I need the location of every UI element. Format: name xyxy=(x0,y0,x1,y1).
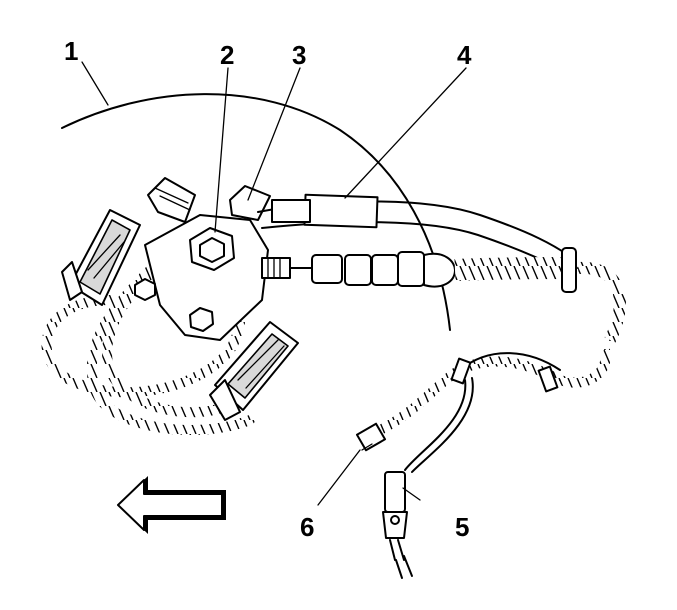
callout-5: 5 xyxy=(455,512,469,542)
ground-terminal xyxy=(382,471,413,579)
return-line-fittings xyxy=(261,247,626,343)
fuel-feed-line xyxy=(257,193,576,276)
callout-4: 4 xyxy=(457,40,472,70)
callout-6: 6 xyxy=(300,512,314,542)
callout-1: 1 xyxy=(64,36,78,66)
pump-module-body xyxy=(134,177,271,341)
callout-3: 3 xyxy=(292,40,306,70)
tank-outline-arc xyxy=(61,93,451,331)
left-electrical-connector xyxy=(61,209,141,306)
left-arrow-icon xyxy=(117,476,226,534)
leader-lines xyxy=(81,61,467,506)
lower-harness xyxy=(355,348,611,473)
callout-2: 2 xyxy=(220,40,234,70)
right-electrical-connector xyxy=(209,321,299,421)
